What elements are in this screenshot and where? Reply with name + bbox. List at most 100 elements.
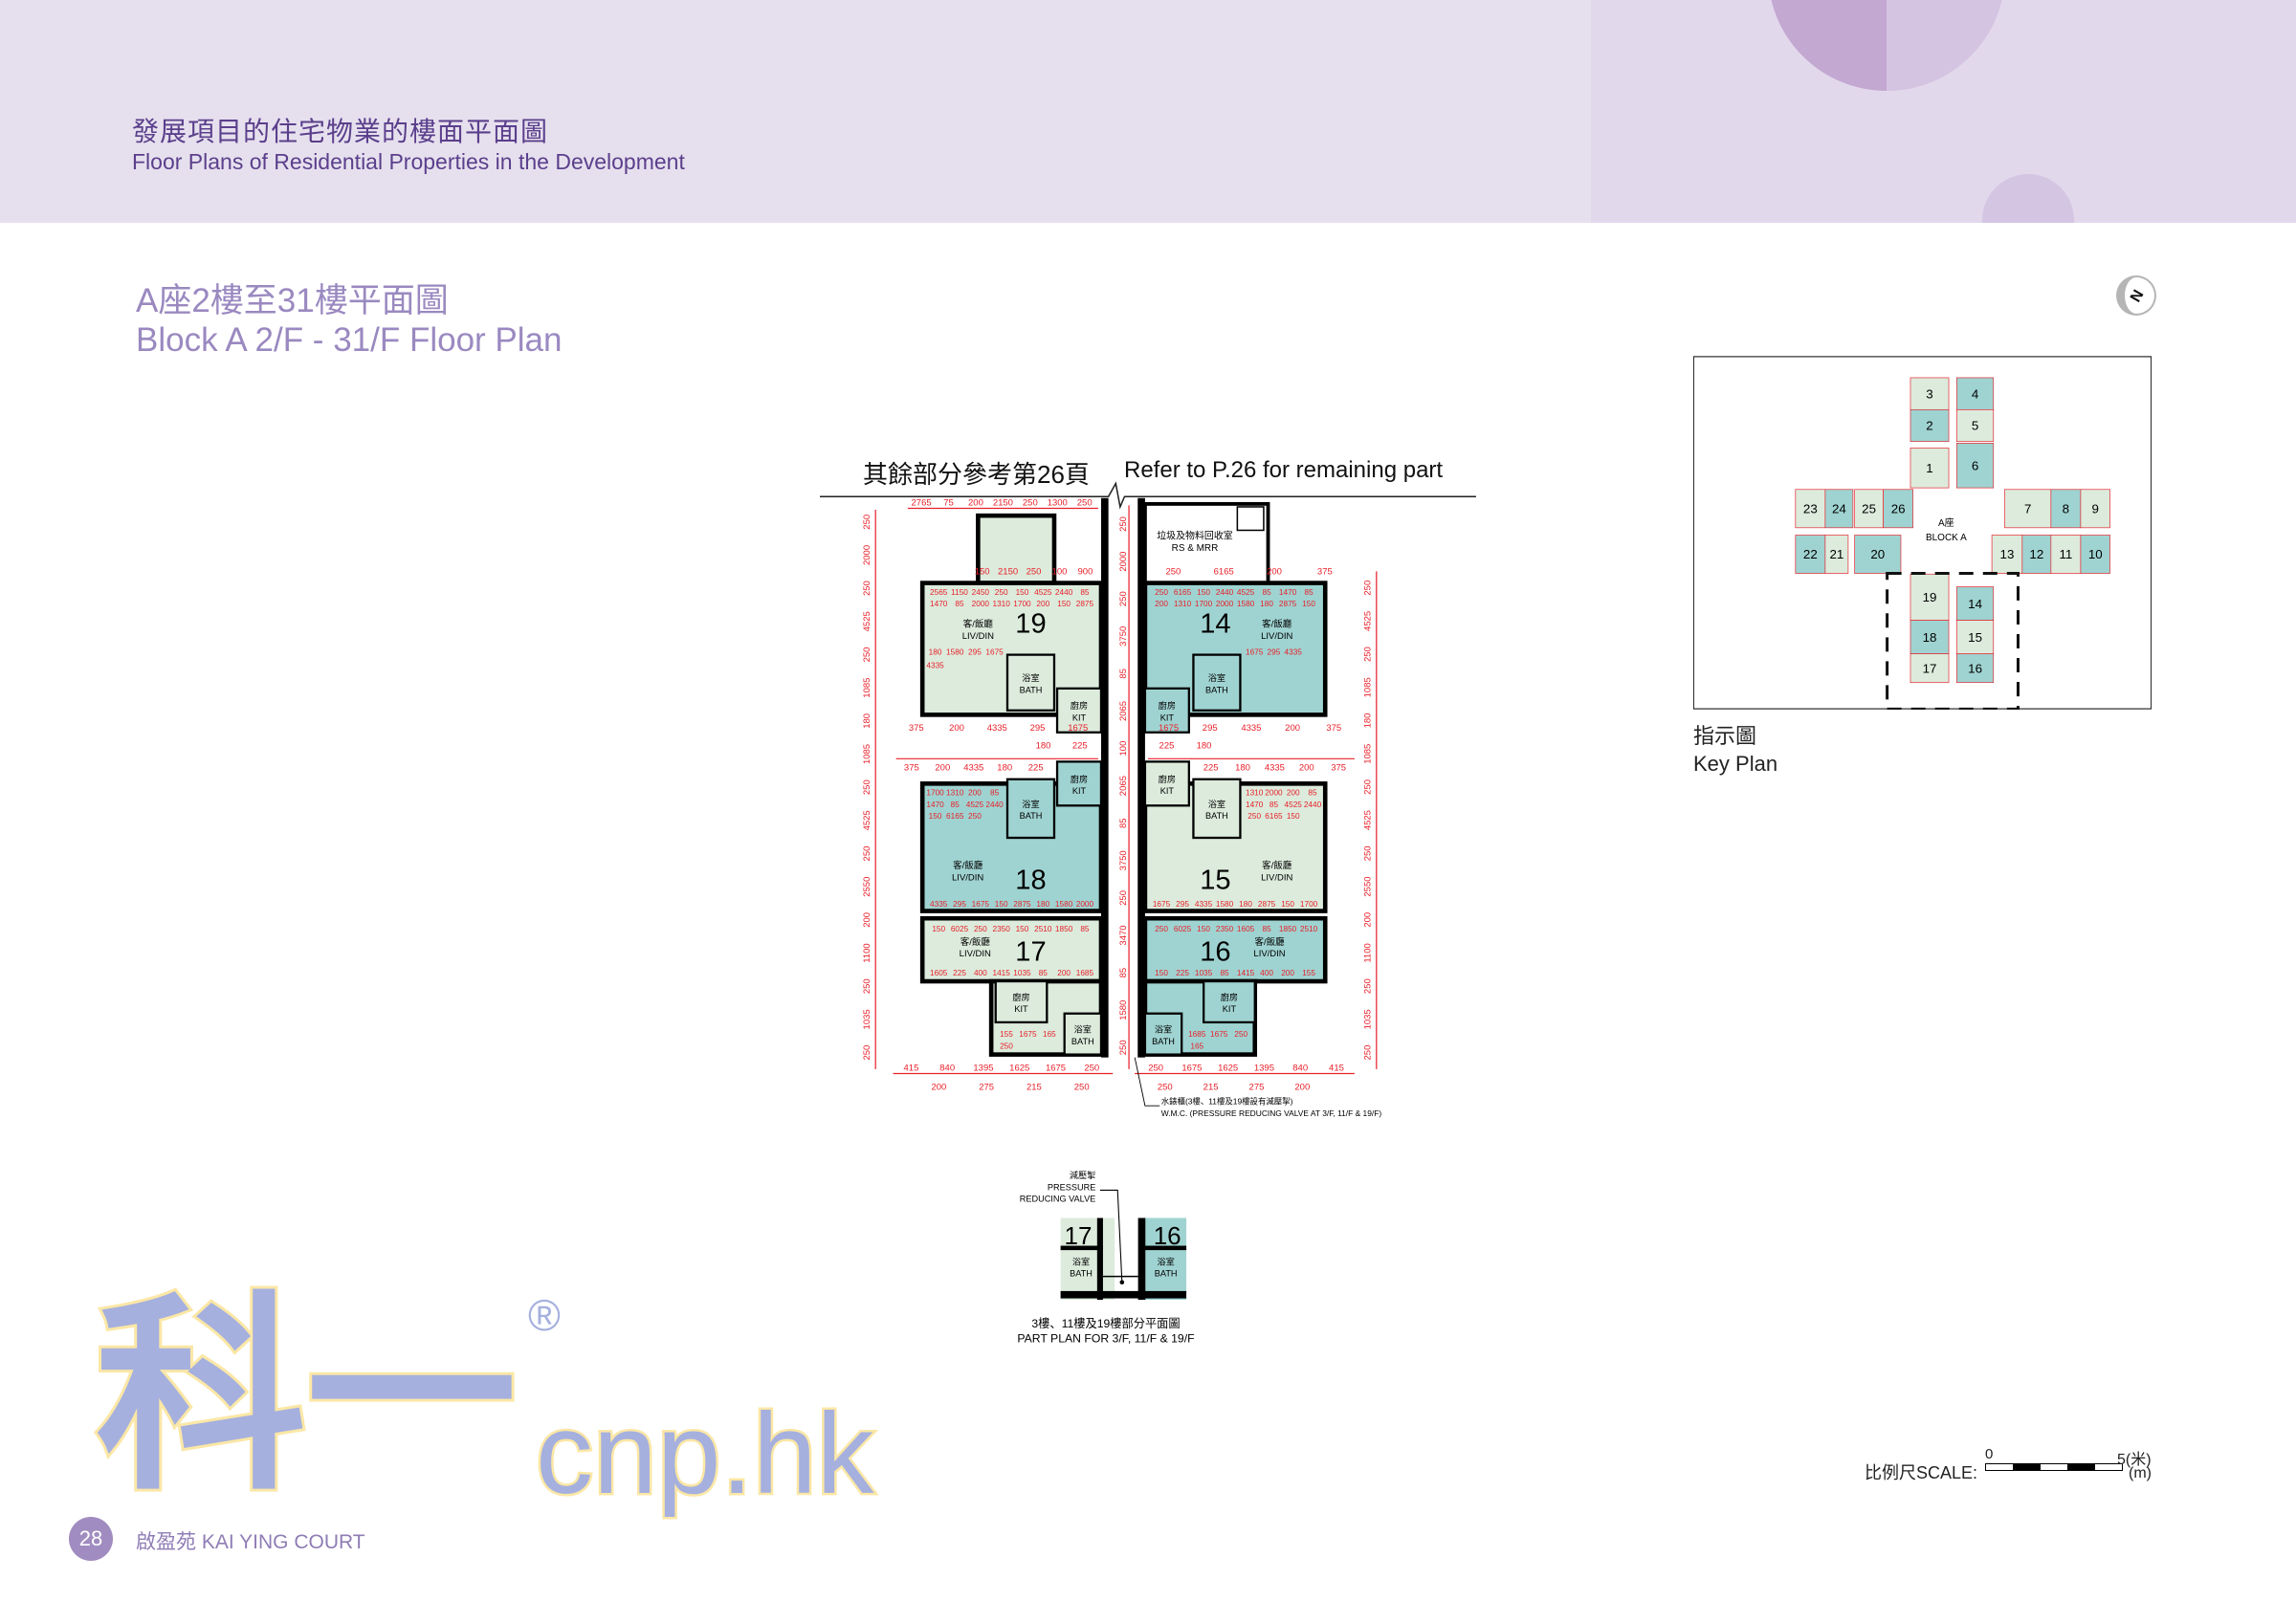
key-plan-label-en: Key Plan [1693, 752, 1778, 776]
unit-area [1142, 915, 1328, 984]
dimension-label: 200 [1287, 789, 1300, 798]
valve-point-icon [1119, 1280, 1125, 1285]
dimension-label: 2000 [862, 545, 872, 565]
dimension-label: 155 [1302, 969, 1315, 977]
dimension-label: 250 [862, 647, 872, 663]
dimension-label: 275 [979, 1082, 994, 1092]
rs-mrr-label-en: RS & MRR [1172, 543, 1219, 554]
dimension-label: 200 [1281, 969, 1294, 977]
dimension-label: 415 [1329, 1063, 1344, 1073]
kitchen [994, 979, 1049, 1024]
bath-label-en: BATH [1205, 685, 1228, 694]
section-title-zh: 發展項目的住宅物業的樓面平面圖 [132, 117, 549, 146]
valve-label-en-2: REDUCING VALVE [1020, 1195, 1096, 1204]
dimension-label: 200 [1363, 912, 1374, 928]
dimension-label: 1675 [1210, 1030, 1228, 1039]
scale-graphic [1985, 1463, 2123, 1471]
dimension-label: 1310 [1246, 789, 1264, 798]
key-plan-unit-22: 22 [1795, 535, 1826, 574]
dimension-label: 180 [1363, 713, 1374, 729]
dimension-label: 4335 [926, 661, 944, 669]
dimension-label: 85 [990, 789, 1000, 798]
key-plan-unit-number: 9 [2092, 501, 2099, 515]
dimension-label: 1470 [926, 801, 944, 809]
dimension-label: 250 [1158, 1082, 1173, 1092]
dimension-label: 1700 [1300, 900, 1318, 909]
key-plan-unit-number: 10 [2088, 547, 2103, 561]
bathroom [1143, 1012, 1183, 1056]
dimension-label: 1625 [1009, 1063, 1029, 1073]
dimension-label: 225 [1203, 763, 1219, 774]
unit-number: 19 [1015, 609, 1046, 640]
north-arrow-icon: N [2116, 275, 2156, 316]
key-plan-unit-number: 22 [1803, 547, 1818, 561]
kit-label-en: KIT [1072, 713, 1087, 723]
dimension-label: 375 [909, 723, 924, 734]
dimension-label: 4525 [862, 611, 872, 631]
bathroom [1005, 778, 1056, 840]
key-plan-unit-number: 14 [1968, 597, 1982, 611]
key-plan-unit-26: 26 [1883, 489, 1913, 529]
dimension-label: 180 [1239, 900, 1252, 909]
bathroom [1192, 778, 1242, 840]
dimension-label: 1580 [1237, 600, 1255, 608]
caption-en: Refer to P.26 for remaining part [1124, 457, 1444, 483]
page-title-zh: A座2樓至31樓平面圖 [136, 282, 449, 319]
dimension-label: 375 [904, 763, 919, 774]
dimension-label: 1675 [1246, 648, 1264, 657]
dimension-label: 4335 [1265, 763, 1285, 774]
key-plan-unit-number: 12 [2029, 547, 2043, 561]
dimension-label: 150 [1016, 925, 1029, 933]
bath-label-zh: 浴室 [1158, 1256, 1175, 1266]
key-plan-unit-16: 16 [1956, 653, 1995, 684]
dimension-label: 250 [968, 812, 982, 821]
dimension-label: 85 [955, 600, 964, 608]
dimension-label: 1675 [1159, 723, 1179, 734]
dimension-label: 85 [1262, 588, 1271, 597]
key-plan-unit-21: 21 [1824, 535, 1849, 574]
dimension-label: 1150 [951, 588, 968, 597]
liv-din-label-zh: 客/飯廳 [963, 619, 994, 630]
dimension-label: 165 [1043, 1030, 1056, 1039]
dimension-label: 250 [862, 515, 872, 530]
dimension-label: 295 [953, 900, 966, 909]
part-plan: 減壓掣 PRESSURE REDUCING VALVE 17 16 浴室 BAT… [1017, 1170, 1194, 1345]
dimension-label: 1675 [972, 900, 990, 909]
dimension-label: 1675 [1153, 900, 1171, 909]
liv-din-label-en: LIV/DIN [960, 949, 991, 959]
liv-din-label-zh: 客/飯廳 [960, 936, 991, 948]
dimension-label: 150 [929, 812, 942, 821]
dimension-label: 250 [1118, 1040, 1129, 1055]
dimension-label: 4335 [987, 723, 1007, 734]
dimension-label: 150 [1016, 588, 1029, 597]
liv-din-label-en: LIV/DIN [952, 872, 983, 883]
part-unit-16-number: 16 [1154, 1221, 1181, 1250]
caption-zh: 其餘部分參考第26頁 [863, 460, 1090, 489]
dimension-label: 200 [935, 763, 950, 774]
dimension-label: 250 [995, 588, 1008, 597]
dimension-label: 1625 [1218, 1063, 1238, 1073]
dimension-label: 2450 [972, 588, 990, 597]
dimension-label: 85 [1118, 968, 1129, 978]
development-name: 啟盈苑 KAI YING COURT [136, 1531, 365, 1553]
dimension-label: 180 [997, 763, 1012, 774]
key-plan-unit-6: 6 [1956, 443, 1995, 489]
dimension-label: 200 [1294, 1082, 1310, 1092]
dimension-label: 250 [1077, 497, 1093, 508]
dimension-label: 6165 [1214, 566, 1234, 577]
dimension-label: 2065 [1118, 776, 1129, 796]
scale-bar: 比例尺SCALE: 0 5(米) (m) [1865, 1446, 2171, 1494]
dimension-label: 1310 [992, 600, 1010, 608]
key-plan-highlight [1886, 572, 2020, 710]
dimension-label: 1100 [1363, 943, 1374, 962]
dimension-label: 1675 [1019, 1030, 1037, 1039]
dimension-label: 250 [1027, 566, 1042, 577]
dimension-label: 165 [1190, 1042, 1203, 1050]
scale-label: 比例尺SCALE: [1865, 1463, 1978, 1482]
dimension-label: 6025 [1174, 925, 1192, 933]
dimension-label: 1675 [1068, 723, 1088, 734]
key-plan-unit-8: 8 [2050, 489, 2082, 529]
dimension-label: 150 [1281, 900, 1294, 909]
dimension-label: 4525 [1363, 810, 1374, 830]
dimension-label: 250 [1363, 581, 1374, 596]
